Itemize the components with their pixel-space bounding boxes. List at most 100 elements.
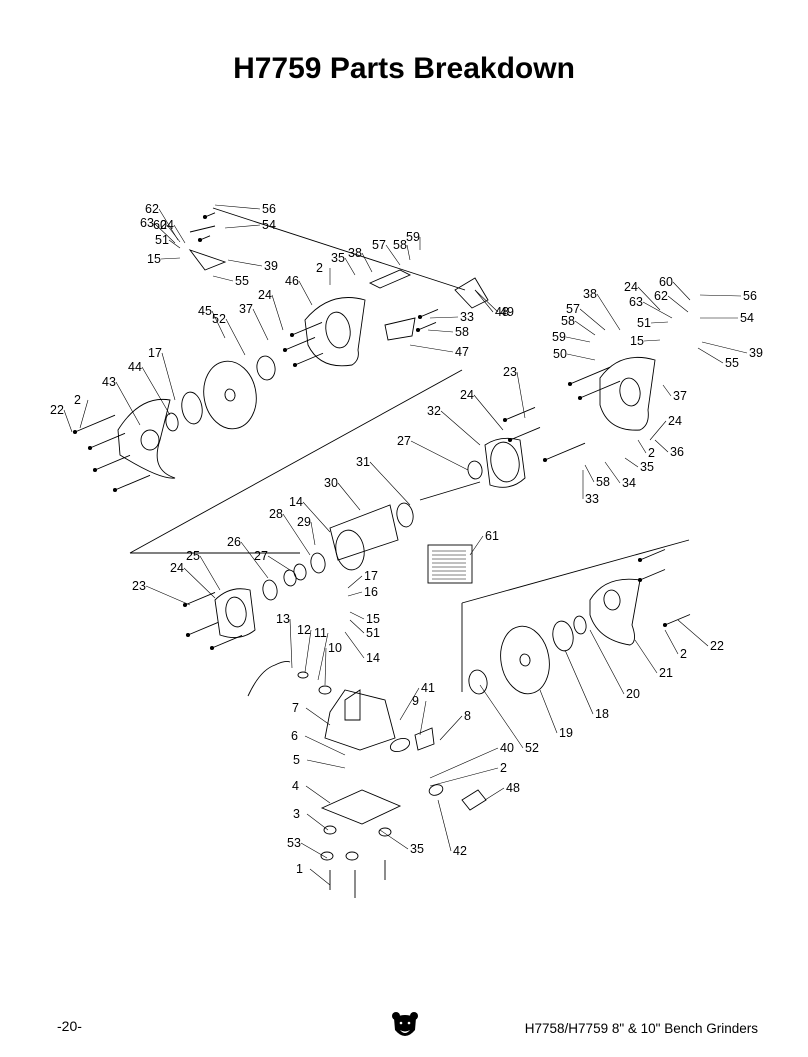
leader-line [145, 585, 191, 606]
leader-line [183, 567, 216, 599]
callout-number: 54 [740, 311, 754, 325]
callout: 59 [406, 230, 421, 250]
leader-line [79, 399, 89, 429]
wheel-guard-right [599, 356, 656, 431]
callout-number: 17 [148, 346, 162, 360]
foot-3b [378, 827, 392, 837]
callout: 11 [314, 626, 329, 681]
leader-line [211, 310, 226, 339]
callout: 38 [348, 246, 373, 273]
leader-line [153, 222, 176, 244]
leader-line [317, 632, 329, 681]
callout-number: 61 [485, 529, 499, 543]
bolt-head [182, 602, 188, 608]
callout-number: 15 [366, 612, 380, 626]
leader-line [429, 767, 499, 787]
motor-cover-32 [484, 437, 526, 488]
callout: 34 [604, 461, 636, 490]
callout: 35 [624, 457, 654, 474]
bolt-head [185, 632, 191, 638]
assembly-boundary-line [212, 207, 466, 291]
callout: 29 [297, 515, 316, 546]
callout-number: 34 [622, 476, 636, 490]
callout: 20 [589, 629, 640, 701]
leader-line [516, 371, 526, 419]
power-cord-13 [247, 660, 291, 697]
leader-line [349, 619, 365, 634]
callout-number: 63 [629, 295, 643, 309]
callout: 58 [427, 325, 469, 339]
leader-line [300, 842, 328, 859]
assembly-boundary-line [461, 539, 690, 604]
callout: 54 [224, 218, 276, 232]
leader-line [637, 286, 661, 311]
bolt [569, 366, 611, 385]
bolt-head [112, 487, 118, 493]
callout: 12 [297, 623, 312, 673]
callout: 51 [637, 316, 669, 330]
guard-hub-left [140, 429, 160, 451]
callout-number: 19 [559, 726, 573, 740]
footer-title: H7758/H7759 8" & 10" Bench Grinders [524, 1021, 758, 1036]
callout: 1 [296, 862, 331, 886]
callout: 57 [566, 302, 606, 331]
callout-number: 23 [132, 579, 146, 593]
stator-30 [329, 504, 399, 561]
leader-line [439, 715, 463, 741]
callout-number: 46 [285, 274, 299, 288]
callout: 4 [292, 779, 331, 804]
leader-line [649, 420, 667, 441]
leader-line [624, 457, 639, 468]
leader-line [566, 353, 596, 361]
callout-number: 2 [648, 446, 655, 460]
bolt-head [567, 381, 573, 387]
callout: 23 [132, 579, 191, 606]
callout-number: 52 [212, 312, 226, 326]
leader-line [225, 318, 246, 356]
callout-number: 17 [364, 569, 378, 583]
leader-line [361, 252, 373, 273]
bolt [74, 414, 116, 433]
leader-line [399, 687, 420, 721]
leader-line [298, 280, 313, 306]
callout-number: 24 [170, 561, 184, 575]
callout: 5 [293, 753, 346, 769]
leader-line [379, 829, 409, 850]
bolt-head [289, 332, 295, 338]
foot-3 [323, 825, 337, 835]
callout-number: 55 [725, 356, 739, 370]
leader-line [304, 735, 346, 756]
leader-line [584, 464, 595, 483]
foot-53 [320, 851, 334, 861]
bolt-head [209, 645, 215, 651]
callout-number: 32 [427, 404, 441, 418]
callout: 31 [356, 455, 411, 506]
callout: 35 [379, 829, 424, 856]
eye-shield-bracket [189, 225, 216, 233]
callout-number: 38 [348, 246, 362, 260]
callout: 7 [292, 701, 331, 726]
callout-number: 58 [393, 238, 407, 252]
callout: 24 [160, 218, 186, 244]
callout-number: 52 [525, 741, 539, 755]
callout: 48 [474, 289, 509, 319]
callout: 63 [629, 295, 673, 319]
callout: 57 [372, 238, 401, 266]
callout-number: 58 [561, 314, 575, 328]
callout: 54 [700, 311, 754, 325]
callout: 18 [564, 649, 609, 721]
callout: 15 [147, 252, 181, 266]
callout-number: 56 [743, 289, 757, 303]
callout: 21 [634, 639, 673, 680]
callout: 8 [439, 709, 471, 741]
bolt [291, 321, 323, 336]
callout: 51 [155, 233, 181, 249]
callout-number: 15 [630, 334, 644, 348]
leader-line [473, 394, 504, 431]
callout-number: 57 [372, 238, 386, 252]
callout-number: 37 [239, 302, 253, 316]
leader-line [574, 320, 596, 336]
lower-guard-hub [603, 589, 621, 611]
base-pedestal [344, 689, 361, 721]
leader-line [141, 366, 171, 416]
